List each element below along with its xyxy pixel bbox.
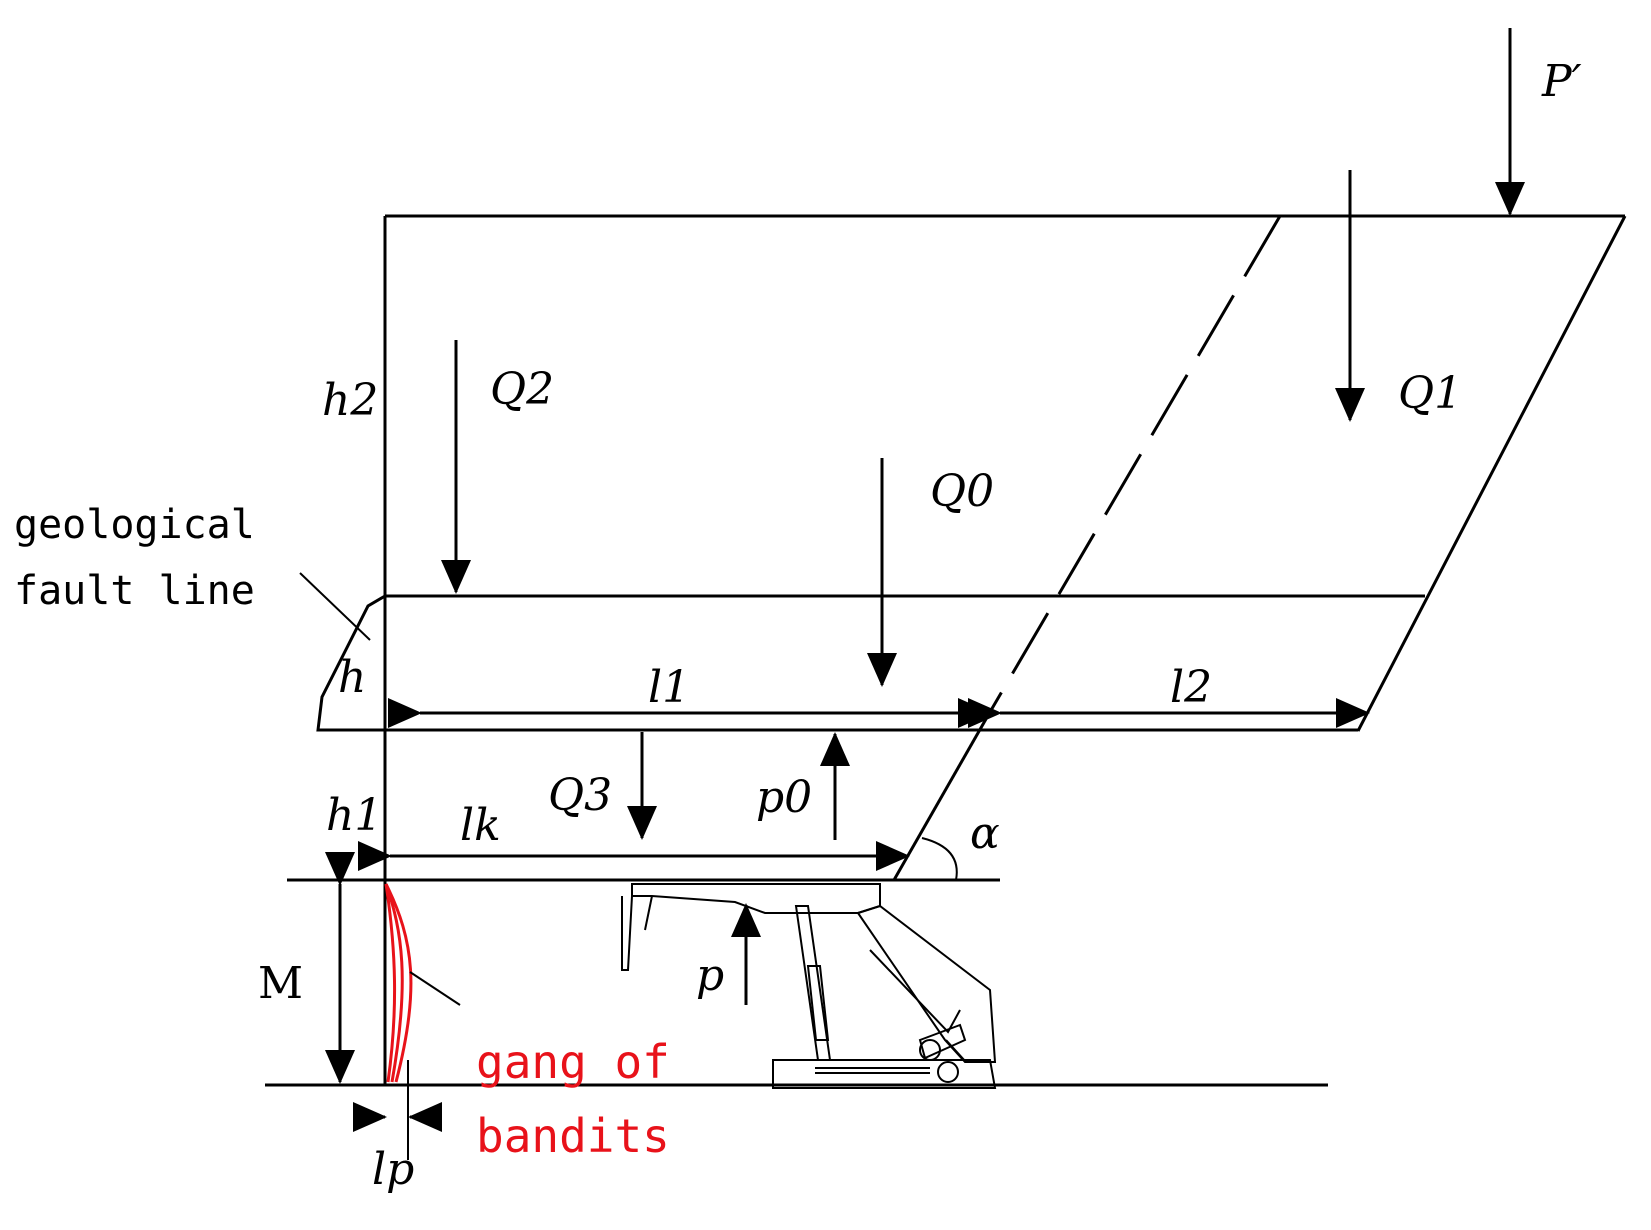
dimension-lines bbox=[325, 698, 1370, 1160]
label-h2: h2 bbox=[322, 375, 378, 426]
break-line bbox=[892, 215, 1282, 881]
key-strata-block bbox=[316, 594, 1358, 732]
label-lp: lp bbox=[372, 1144, 414, 1195]
hydraulic-support bbox=[621, 883, 997, 1089]
bandits-label-2: bandits bbox=[476, 1109, 670, 1163]
support-leg bbox=[794, 905, 832, 1061]
support-shield bbox=[856, 904, 997, 1063]
bandits-leader-line bbox=[409, 971, 461, 1006]
label-q2: Q2 bbox=[490, 364, 554, 415]
label-l1: l1 bbox=[648, 662, 690, 713]
upper-strata-block bbox=[383, 214, 1627, 1085]
label-q1: Q1 bbox=[1398, 368, 1462, 419]
label-m: M bbox=[258, 958, 303, 1009]
fault-line-label-1: geological bbox=[14, 502, 255, 548]
support-leg-inner bbox=[806, 965, 830, 1041]
labels: P′ Q1 Q2 Q0 Q3 h2 h h1 l1 l2 lk lp p0 p … bbox=[14, 56, 1582, 1195]
label-p: p bbox=[696, 950, 724, 1001]
alpha-arc bbox=[921, 837, 958, 881]
label-p-prime: P′ bbox=[1541, 56, 1582, 107]
coal-wall-spall bbox=[384, 883, 461, 1083]
fault-leader-line bbox=[299, 572, 371, 641]
support-base bbox=[772, 1059, 997, 1089]
load-arrows bbox=[441, 28, 1525, 1005]
support-canopy bbox=[631, 883, 881, 914]
fault-line-label-2: fault line bbox=[14, 568, 255, 614]
canopy-front-guard bbox=[621, 895, 633, 971]
label-l2: l2 bbox=[1170, 662, 1212, 713]
label-alpha: α bbox=[970, 808, 1000, 859]
label-q0: Q0 bbox=[930, 466, 994, 517]
label-p0: p0 bbox=[756, 772, 812, 823]
label-h: h bbox=[338, 652, 366, 703]
label-h1: h1 bbox=[326, 790, 382, 841]
label-lk: lk bbox=[460, 800, 501, 851]
bandits-label-1: gang of bbox=[476, 1035, 670, 1089]
label-q3: Q3 bbox=[548, 770, 612, 821]
